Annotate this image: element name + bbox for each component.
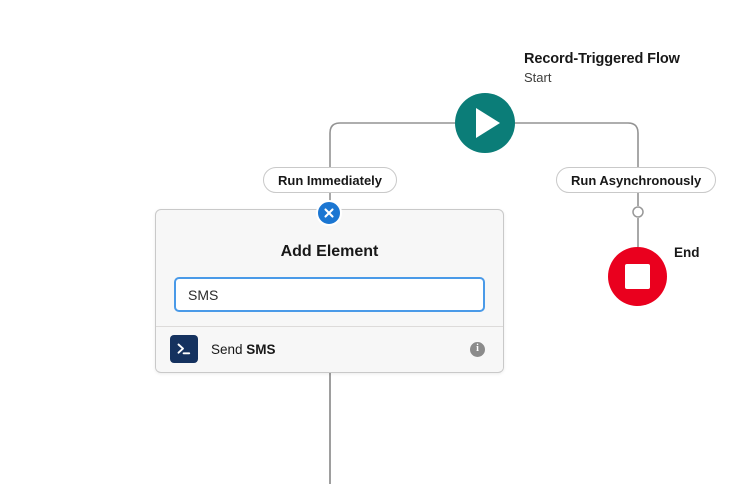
- list-item-label-strong: SMS: [246, 341, 276, 357]
- start-node-subtitle: Start: [524, 70, 552, 85]
- search-input[interactable]: [174, 277, 485, 312]
- branch-label-run-asynchronously[interactable]: Run Asynchronously: [556, 167, 717, 193]
- start-node-title: Record-Triggered Flow: [524, 51, 680, 67]
- results-list: Send SMS i: [156, 326, 503, 371]
- list-item-label-prefix: Send: [211, 341, 247, 357]
- add-element-panel: Add Element Send SMS i: [155, 209, 504, 373]
- stop-square-icon: [625, 264, 650, 289]
- close-button[interactable]: [316, 200, 342, 226]
- search-wrapper: [174, 277, 485, 312]
- terminal-prompt-icon: [170, 335, 198, 363]
- play-icon: [476, 108, 500, 138]
- list-item-label: Send SMS: [211, 342, 470, 357]
- list-item[interactable]: Send SMS i: [156, 327, 503, 371]
- info-icon[interactable]: i: [470, 341, 485, 357]
- end-node[interactable]: [608, 247, 667, 306]
- panel-title: Add Element: [280, 243, 379, 260]
- end-node-label: End: [674, 245, 700, 260]
- branch-label-run-immediately[interactable]: Run Immediately: [263, 167, 398, 193]
- start-node[interactable]: [455, 93, 515, 153]
